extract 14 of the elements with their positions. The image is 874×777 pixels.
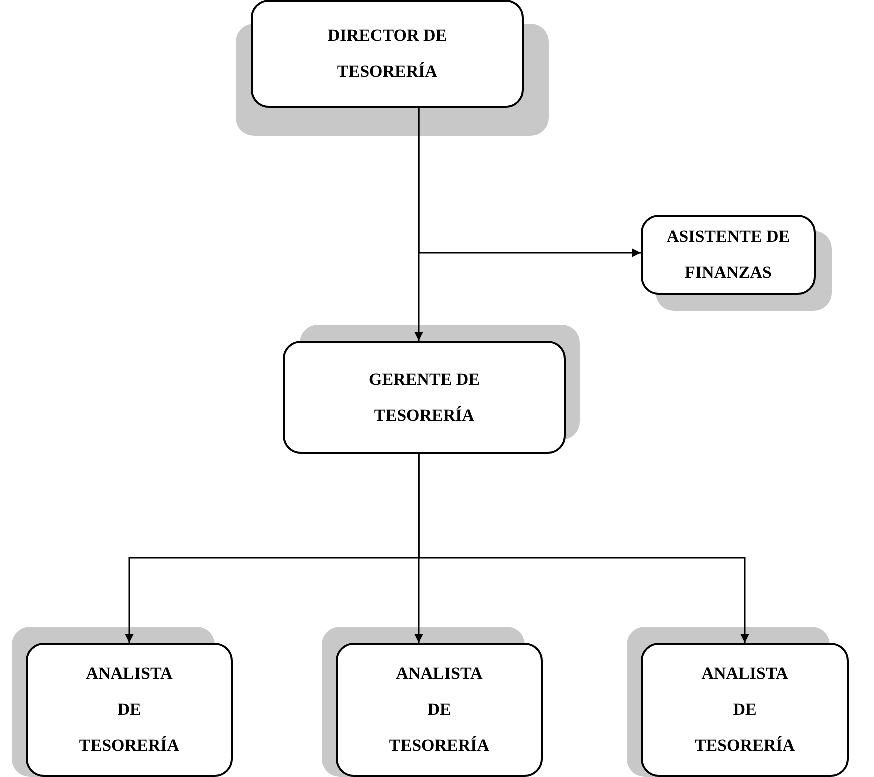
position-title: GERENTE DE TESORERÍA bbox=[368, 368, 481, 426]
position-box bbox=[283, 341, 566, 454]
position-box bbox=[641, 643, 849, 777]
position-box bbox=[641, 215, 816, 295]
position-box bbox=[336, 643, 543, 777]
arrow bbox=[418, 108, 641, 258]
position-title: ANALISTA DE TESORERÍA bbox=[78, 663, 181, 757]
arrow bbox=[418, 454, 750, 643]
position-title: ANALISTA DE TESORERÍA bbox=[388, 663, 491, 757]
position-box bbox=[26, 643, 233, 777]
position-title: DIRECTOR DE TESORERÍA bbox=[326, 25, 448, 83]
position-box bbox=[251, 0, 524, 108]
position-title: ASISTENTE DE FINANZAS bbox=[666, 226, 792, 284]
position-title: ANALISTA DE TESORERÍA bbox=[694, 663, 796, 757]
